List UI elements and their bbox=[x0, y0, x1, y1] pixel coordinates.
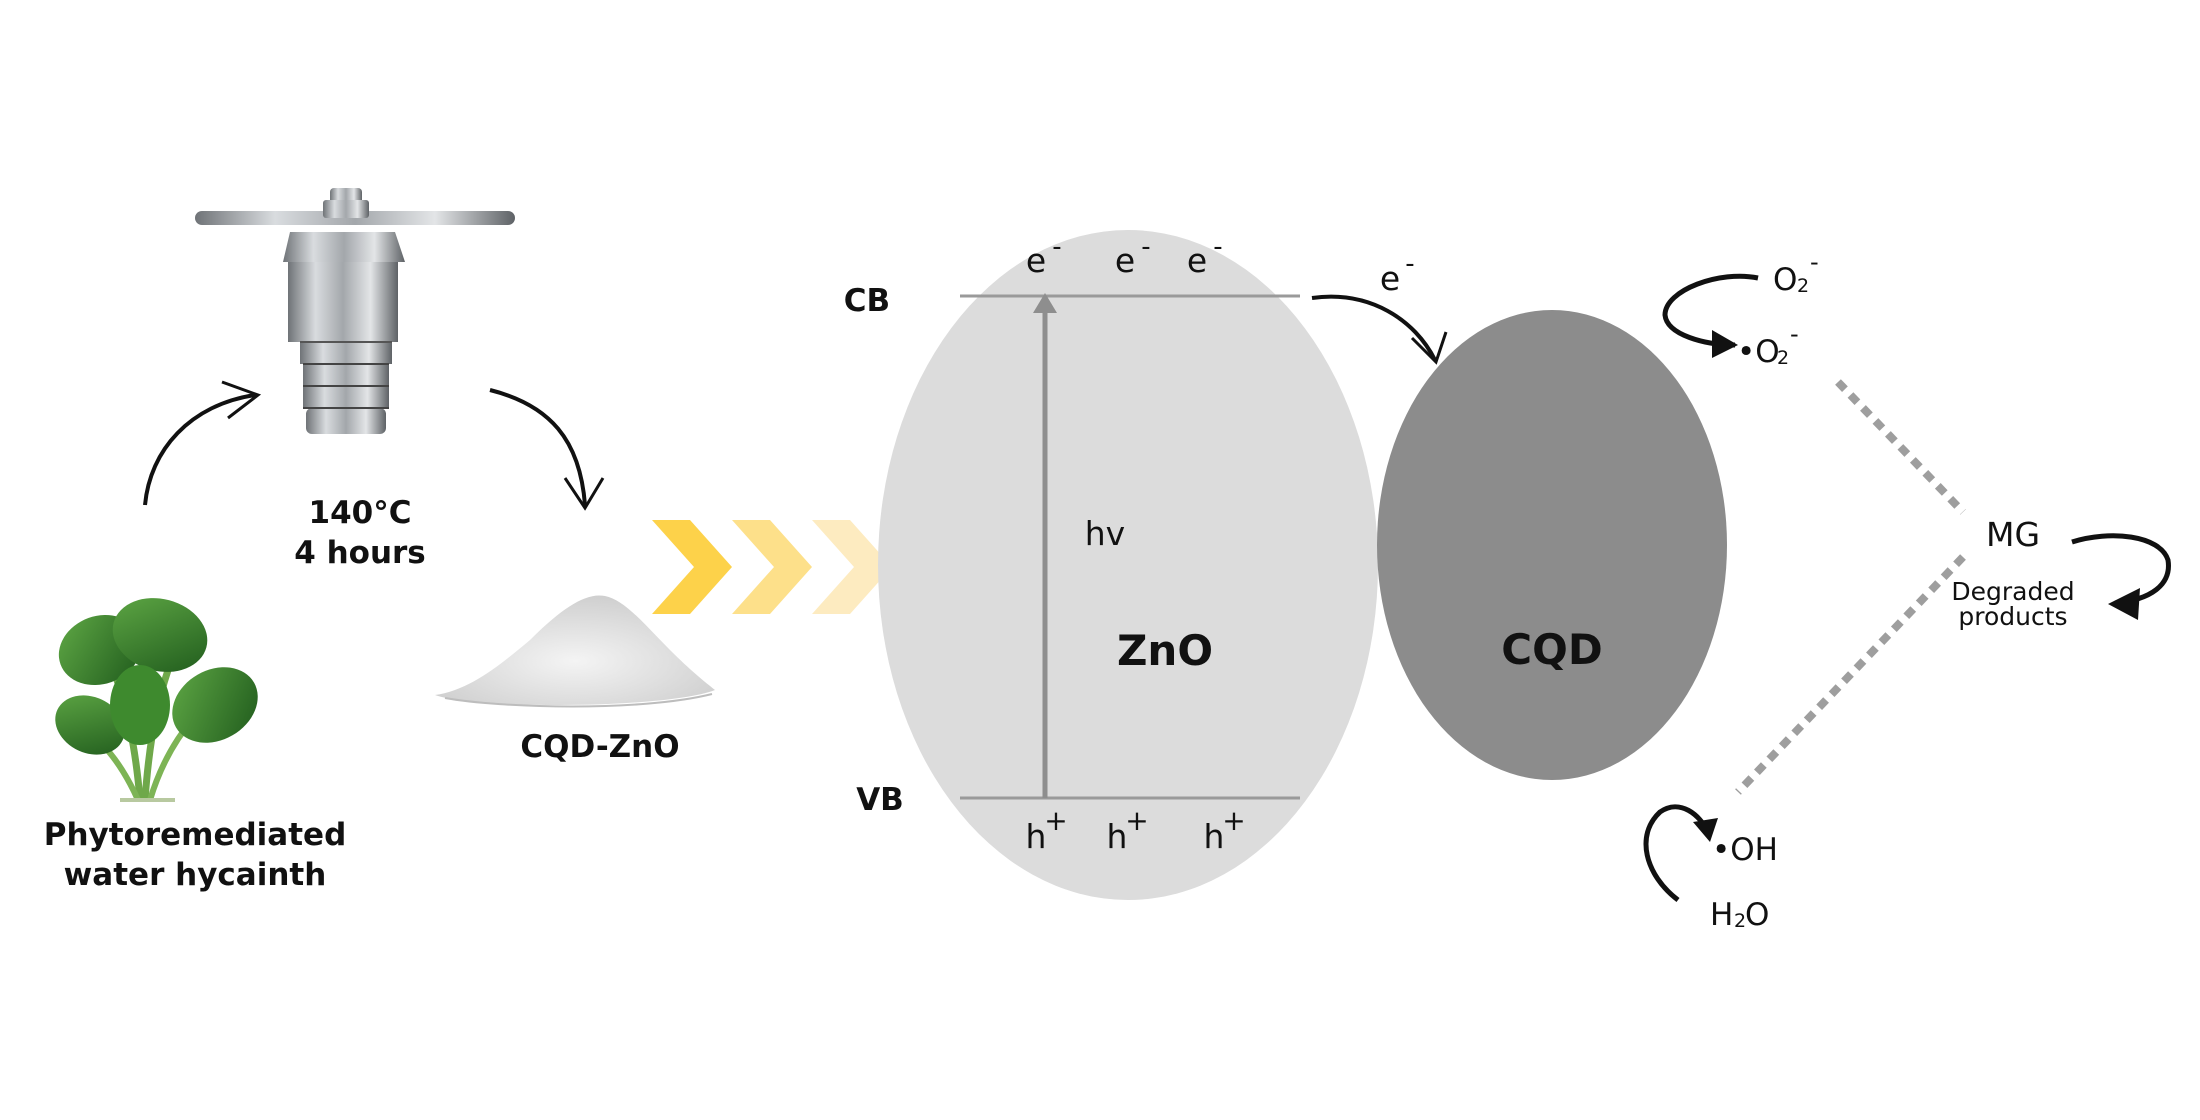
vb-hole-3: h + bbox=[1204, 804, 1246, 856]
svg-text:e: e bbox=[1115, 241, 1135, 280]
curved-arrow-to-powder bbox=[489, 388, 605, 511]
transfer-electron-label: e bbox=[1380, 259, 1400, 298]
degradation-arrow bbox=[2071, 533, 2171, 620]
svg-text:h: h bbox=[1107, 817, 1128, 856]
svg-text:•OH: •OH bbox=[1712, 832, 1778, 868]
svg-text:H: H bbox=[1710, 897, 1733, 933]
svg-text:h: h bbox=[1026, 817, 1047, 856]
svg-text:O: O bbox=[1745, 897, 1769, 933]
svg-text:+: + bbox=[1044, 804, 1067, 837]
cb-electron-1: e - bbox=[1026, 232, 1062, 280]
cb-label: CB bbox=[844, 283, 890, 319]
photon-label: hv bbox=[1085, 514, 1125, 553]
svg-text:e: e bbox=[1187, 241, 1207, 280]
vb-hole-1: h + bbox=[1026, 804, 1068, 856]
superoxide-label: •O 2 - bbox=[1737, 320, 1799, 370]
svg-text:+: + bbox=[1125, 804, 1148, 837]
excitation-arrow bbox=[1033, 293, 1057, 798]
svg-text:O: O bbox=[1773, 262, 1797, 298]
superoxide-to-mg-dotted-line bbox=[1835, 379, 1966, 515]
cqd-zno-powder-icon bbox=[435, 595, 715, 708]
cqd-particle bbox=[1377, 310, 1727, 780]
duration-label: 4 hours bbox=[294, 535, 426, 571]
oxygen-reduction-arrow bbox=[1662, 273, 1759, 358]
svg-text:e: e bbox=[1026, 241, 1046, 280]
chevron-arrows-icon bbox=[652, 520, 892, 614]
svg-text:•O: •O bbox=[1737, 334, 1780, 370]
autoclave-reactor-icon bbox=[195, 188, 515, 434]
svg-text:2: 2 bbox=[1734, 910, 1746, 932]
svg-text:-: - bbox=[1790, 320, 1799, 348]
temperature-label: 140°C bbox=[309, 495, 412, 531]
plant-label-line2: water hycainth bbox=[64, 857, 327, 893]
mg-label: MG bbox=[1986, 515, 2040, 554]
water-label: H 2 O bbox=[1710, 897, 1769, 933]
hydroxyl-label: •OH bbox=[1712, 832, 1778, 868]
svg-text:-: - bbox=[1052, 232, 1061, 262]
svg-text:-: - bbox=[1213, 232, 1222, 262]
svg-text:+: + bbox=[1222, 804, 1245, 837]
transfer-electron-charge: - bbox=[1405, 249, 1414, 279]
degraded-label-line1: Degraded bbox=[1951, 577, 2074, 606]
cb-electron-2: e - bbox=[1115, 232, 1151, 280]
oxygen-label: O 2 - bbox=[1773, 248, 1819, 298]
zno-label: ZnO bbox=[1117, 626, 1213, 675]
svg-text:h: h bbox=[1204, 817, 1225, 856]
hydroxyl-to-mg-dotted-line bbox=[1735, 554, 1966, 795]
degraded-label-line2: products bbox=[1958, 602, 2067, 631]
product-label: CQD-ZnO bbox=[520, 729, 679, 765]
electron-transfer-arrow bbox=[1311, 294, 1448, 365]
water-hyacinth-plant-icon bbox=[55, 598, 258, 802]
water-oxidation-arrow bbox=[1643, 804, 1718, 902]
vb-hole-2: h + bbox=[1107, 804, 1149, 856]
vb-label: VB bbox=[856, 782, 904, 818]
plant-label-line1: Phytoremediated bbox=[44, 817, 347, 853]
curved-arrow-to-autoclave bbox=[143, 380, 262, 506]
svg-text:2: 2 bbox=[1777, 347, 1789, 369]
zno-particle bbox=[878, 230, 1378, 900]
svg-text:-: - bbox=[1141, 232, 1150, 262]
svg-text:2: 2 bbox=[1797, 275, 1809, 297]
svg-text:-: - bbox=[1810, 248, 1819, 276]
cb-electron-3: e - bbox=[1187, 232, 1223, 280]
cqd-label: CQD bbox=[1501, 625, 1602, 674]
